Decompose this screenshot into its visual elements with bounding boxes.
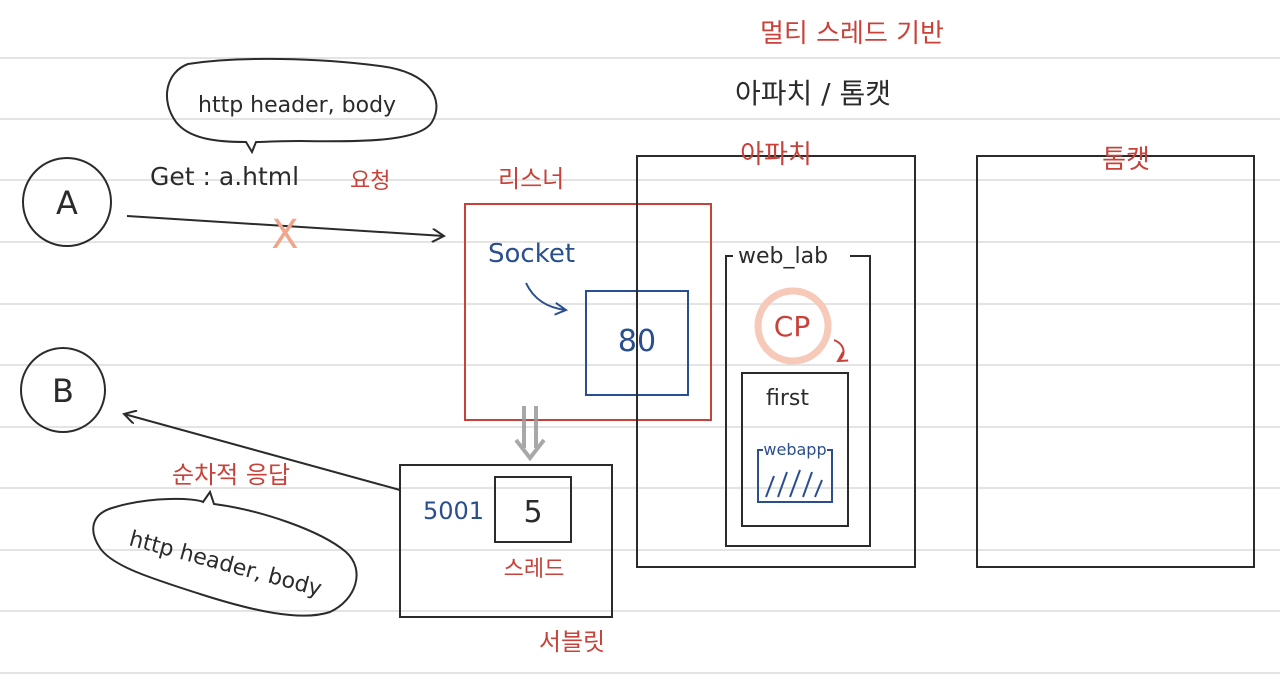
cp-arrow [833, 339, 844, 361]
first-label: first [766, 386, 809, 411]
client-b-circle [20, 347, 106, 433]
tomcat-label: 톰캣 [1102, 145, 1150, 175]
servlet-port-label: 5001 [423, 497, 484, 525]
thread-number: 5 [523, 495, 542, 530]
multithread-title: 멀티 스레드 기반 [760, 19, 944, 49]
response-bubble [92, 489, 358, 617]
listener-label: 리스너 [498, 165, 564, 193]
client-a-circle [22, 157, 112, 247]
web-lab-box [725, 255, 871, 547]
listener-box [464, 203, 712, 421]
response-arrow [124, 414, 401, 491]
ruled-lines [0, 57, 1280, 674]
request-bubble [166, 57, 438, 155]
socket-label: Socket [488, 239, 575, 269]
get-request-text: Get : a.html [150, 162, 299, 191]
response-bubble-text: http header, body [126, 527, 324, 602]
servlet-label: 서블릿 [539, 628, 605, 656]
webapp-box [757, 449, 833, 503]
down-arrow-icon [514, 406, 546, 462]
response-label: 순차적 응답 [172, 461, 290, 489]
request-arrow [126, 215, 444, 236]
webapp-hatching [765, 469, 823, 498]
cp-highlight-circle [754, 287, 832, 365]
web-lab-label: web_lab [738, 244, 828, 269]
servers-title: 아파치 / 톰캣 [735, 77, 891, 110]
client-a-label: A [56, 184, 78, 222]
apache-label: 아파치 [740, 140, 812, 170]
cp-label: CP [774, 310, 810, 343]
first-box [741, 372, 849, 527]
request-label: 요청 [350, 169, 390, 194]
request-bubble-text: http header, body [198, 93, 396, 118]
tomcat-box [976, 155, 1255, 568]
servlet-box [399, 464, 613, 618]
socket-arrow [525, 282, 566, 310]
apache-box [636, 155, 916, 568]
thread-label: 스레드 [504, 557, 565, 582]
client-b-label: B [52, 372, 74, 410]
thread-box [494, 476, 572, 543]
cross-mark: X [271, 212, 298, 258]
webapp-label: webapp [763, 440, 826, 459]
